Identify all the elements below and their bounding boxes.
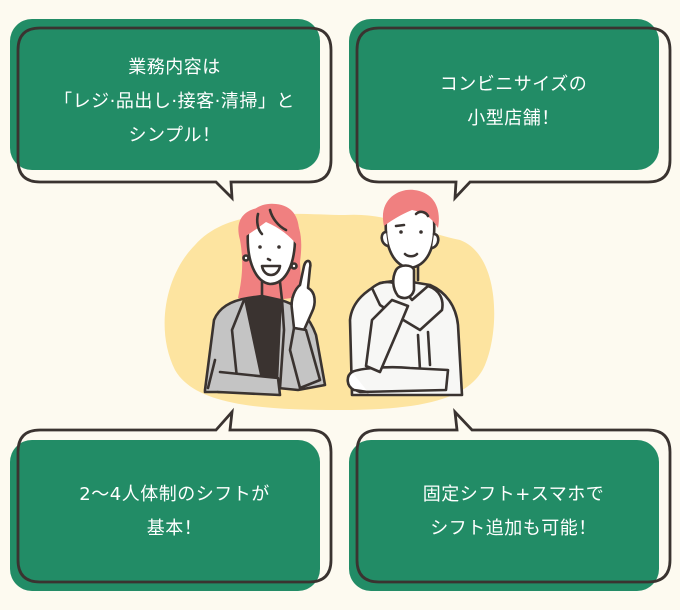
bubble-outline xyxy=(16,407,333,584)
bubble-outline xyxy=(355,26,672,202)
bubble-fill xyxy=(349,440,659,591)
bubble-line: 業務内容は xyxy=(128,57,221,78)
bubble-line: シフト追加も可能！ xyxy=(430,518,597,539)
speech-bubble-top-left: 業務内容は 「レジ·品出し·接客·清掃」と シンプル！ xyxy=(0,0,340,202)
bubble-line: 小型店舗！ xyxy=(467,108,560,129)
bubble-fill xyxy=(10,440,320,591)
bubble-text: 固定シフト+スマホで シフト追加も可能！ xyxy=(357,460,670,564)
bubble-fill xyxy=(349,19,659,170)
woman-figure xyxy=(203,203,327,397)
bubble-line: 固定シフト+スマホで xyxy=(422,484,605,505)
bubble-line: コンビニサイズの xyxy=(439,74,588,95)
bubble-line: 基本！ xyxy=(146,518,203,539)
bubble-line: シンプル！ xyxy=(128,125,221,146)
bubble-fill xyxy=(10,19,320,170)
bubble-text: 業務内容は 「レジ·品出し·接客·清掃」と シンプル！ xyxy=(18,50,331,154)
man-figure xyxy=(346,189,464,397)
speech-bubble-bottom-left: 2〜4人体制のシフトが 基本！ xyxy=(10,407,333,591)
bubble-text: 2〜4人体制のシフトが 基本！ xyxy=(18,460,331,564)
bubble-text: コンビニサイズの 小型店舗！ xyxy=(357,50,670,154)
speech-bubble-top-right: コンビニサイズの 小型店舗！ xyxy=(0,0,680,202)
bubble-line: 「レジ·品出し·接客·清掃」と xyxy=(54,91,295,112)
bubble-line: 2〜4人体制のシフトが xyxy=(79,484,270,505)
bubble-outline xyxy=(16,26,333,202)
